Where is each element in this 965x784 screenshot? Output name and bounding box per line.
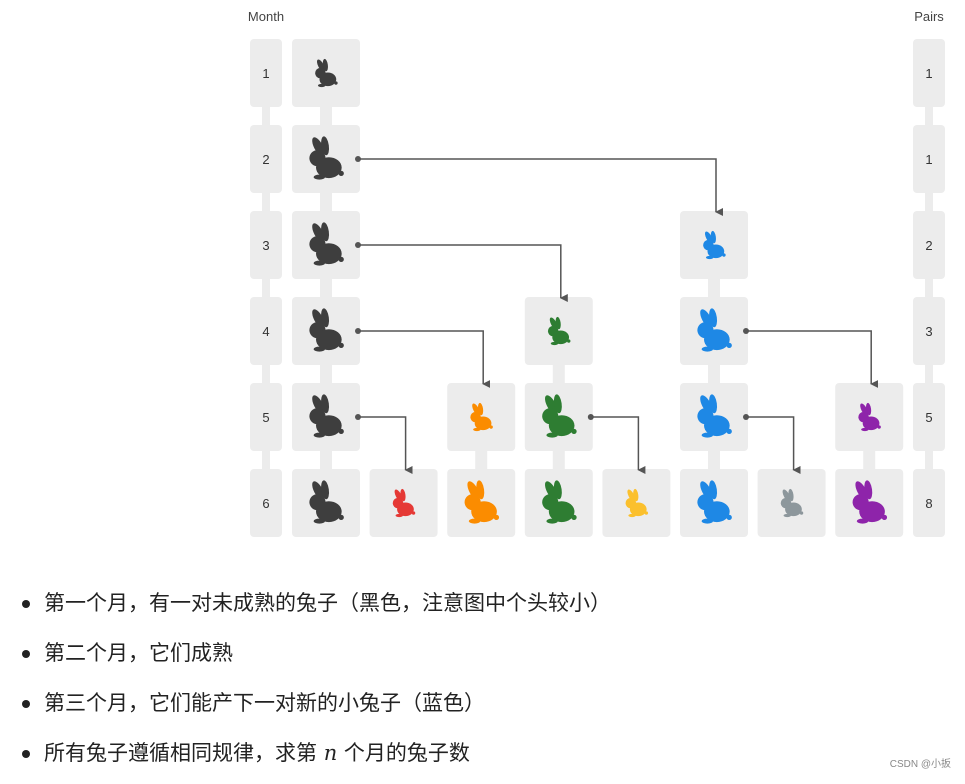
pairs-cell — [913, 469, 945, 537]
month-label-2: 2 — [262, 152, 269, 167]
pairs-label-4: 3 — [925, 324, 932, 339]
birth-arrow — [358, 330, 491, 388]
pairs-connector — [925, 189, 933, 219]
birth-arrow — [746, 416, 801, 474]
note-item-3: 第三个月，它们能产下一对新的小兔子（蓝色） — [22, 684, 611, 734]
month-header: Month — [248, 9, 284, 24]
note-item-1: 第一个月，有一对未成熟的兔子（黑色，注意图中个头较小） — [22, 584, 611, 634]
pairs-connector — [925, 361, 933, 391]
note-item-4: 所有兔子遵循相同规律，求第 n 个月的兔子数 — [22, 734, 611, 784]
explanation-list: 第一个月，有一对未成熟的兔子（黑色，注意图中个头较小） 第二个月，它们成熟 第三… — [22, 584, 611, 784]
month-cell — [250, 211, 282, 279]
month-label-3: 3 — [262, 238, 269, 253]
pairs-label-5: 5 — [925, 410, 932, 425]
month-label-5: 5 — [262, 410, 269, 425]
watermark: CSDN @小扳 — [889, 759, 951, 770]
month-connector — [262, 189, 270, 219]
birth-arrow — [358, 244, 568, 302]
month-label-1: 1 — [262, 66, 269, 81]
month-connector — [262, 361, 270, 391]
rabbit-fibonacci-diagram: Month Pairs 1 2 3 4 5 6 1 1 2 3 5 8 — [248, 9, 945, 537]
month-connector — [262, 103, 270, 133]
note-4-text-after: 个月的兔子数 — [337, 741, 470, 765]
month-cell — [250, 469, 282, 537]
birth-arrow — [358, 416, 413, 474]
month-connector — [262, 447, 270, 477]
pairs-cell — [913, 383, 945, 451]
pairs-cell — [913, 211, 945, 279]
note-4-text-before: 所有兔子遵循相同规律，求第 — [44, 741, 324, 765]
birth-arrow — [746, 330, 879, 388]
month-label-4: 4 — [262, 324, 269, 339]
birth-arrow — [590, 416, 646, 474]
pairs-connector — [925, 275, 933, 305]
month-cell — [250, 297, 282, 365]
pairs-connector — [925, 447, 933, 477]
note-4-variable: n — [323, 741, 338, 765]
month-cell — [250, 383, 282, 451]
pairs-connector — [925, 103, 933, 133]
birth-arrow — [358, 158, 723, 216]
month-cell — [250, 125, 282, 193]
pairs-label-1: 1 — [925, 66, 932, 81]
pairs-cell — [913, 125, 945, 193]
month-cell — [250, 39, 282, 107]
pairs-cell — [913, 297, 945, 365]
pairs-header: Pairs — [914, 9, 944, 24]
pairs-label-6: 8 — [925, 496, 932, 511]
note-item-2: 第二个月，它们成熟 — [22, 634, 611, 684]
pairs-label-3: 2 — [925, 238, 932, 253]
pairs-label-2: 1 — [925, 152, 932, 167]
month-label-6: 6 — [262, 496, 269, 511]
month-connector — [262, 275, 270, 305]
pairs-cell — [913, 39, 945, 107]
